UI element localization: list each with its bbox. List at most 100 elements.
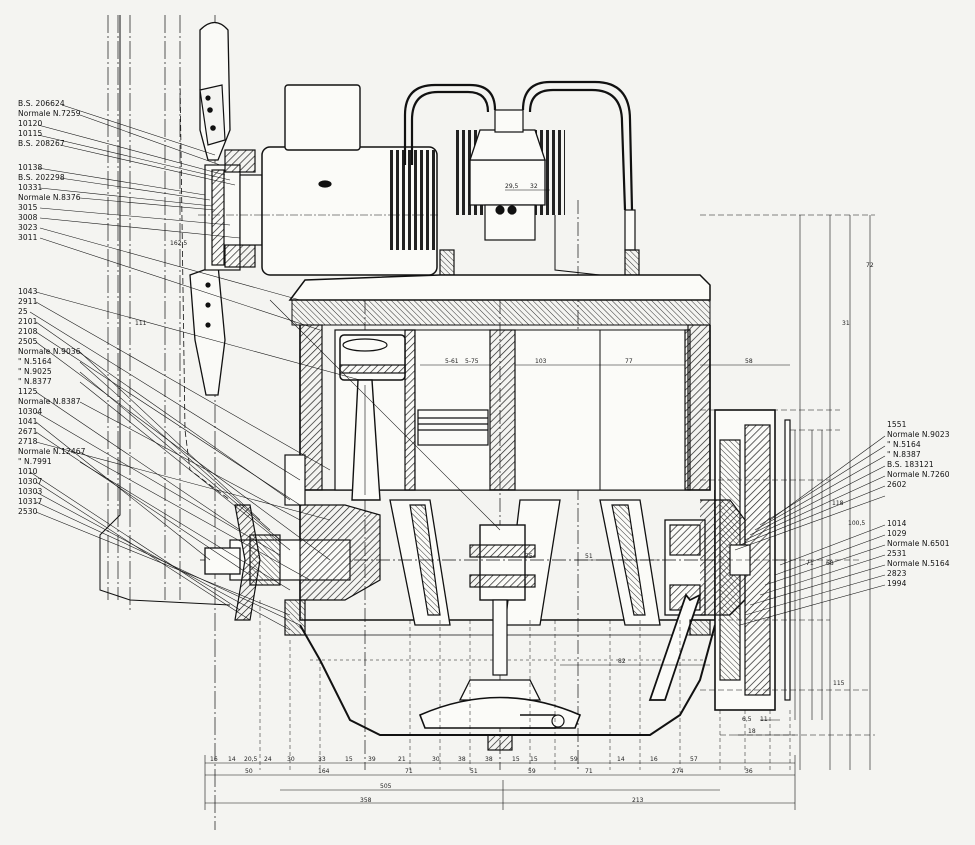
dimension-value: 30	[432, 756, 440, 763]
dimension-value: 38	[458, 756, 466, 763]
dimension-value: 58	[745, 358, 753, 365]
dimension-value: 57	[690, 756, 698, 763]
part-label: Normale N.6501	[887, 539, 950, 548]
part-label: 1994	[887, 579, 907, 588]
dimension-value: 75	[525, 553, 533, 560]
part-label: Normale N.12467	[18, 447, 86, 456]
dimension-value: 15	[512, 756, 520, 763]
dimension-value: 71	[585, 768, 593, 775]
dimension-value: 51	[470, 768, 478, 775]
dimension-value: 15	[530, 756, 538, 763]
part-label: 10303	[18, 487, 43, 496]
part-label: B.S. 208267	[18, 139, 65, 148]
part-label: Normale N.7260	[887, 470, 950, 479]
part-label: 1551	[887, 420, 907, 429]
dimension-value: 100,5	[848, 520, 866, 527]
part-label: 3011	[18, 233, 38, 242]
dimension-value: 18	[748, 728, 756, 735]
dimension-value: 72	[866, 262, 874, 269]
dimension-value: 274	[672, 768, 684, 775]
dimension-value: 59	[528, 768, 536, 775]
dimension-value: 51	[585, 553, 593, 560]
part-label: Normale N.7259	[18, 109, 81, 118]
dimension-value: 11	[760, 716, 768, 723]
part-label: 2505	[18, 337, 38, 346]
part-label: 2530	[18, 507, 38, 516]
dimension-value: 21	[398, 756, 406, 763]
dimension-value: 164	[318, 768, 330, 775]
part-label: B.S. 202298	[18, 173, 65, 182]
part-label: 10331	[18, 183, 43, 192]
dimension-value: 59	[570, 756, 578, 763]
dimension-value: 6,5	[742, 716, 752, 723]
part-label: 3015	[18, 203, 38, 212]
part-label: 2531	[887, 549, 907, 558]
dimension-value: 39	[368, 756, 376, 763]
dimension-value: 31	[842, 320, 850, 327]
part-label: 10138	[18, 163, 43, 172]
dimension-value: 30	[287, 756, 295, 763]
part-label: Normale N.9023	[887, 430, 950, 439]
part-label: 2823	[887, 569, 907, 578]
part-label: " N.5164	[887, 440, 921, 449]
dimension-value: 111	[135, 320, 147, 327]
part-label: 1125	[18, 387, 38, 396]
part-label: " N.8387	[887, 450, 921, 459]
part-label: B.S. 206624	[18, 99, 65, 108]
part-label: 10120	[18, 119, 43, 128]
part-label: 10317	[18, 497, 43, 506]
dimension-value: 20,5	[244, 756, 258, 763]
part-label: 1029	[887, 529, 907, 538]
part-label: 2911	[18, 297, 38, 306]
dimension-value: 118	[832, 500, 844, 507]
dimension-value: 162,5	[170, 240, 188, 247]
part-label: 3023	[18, 223, 38, 232]
part-label: 2671	[18, 427, 38, 436]
dimension-value: 68	[826, 560, 834, 567]
part-label: Normale N.8387	[18, 397, 81, 406]
dimension-value: 33	[318, 756, 326, 763]
part-label: 1014	[887, 519, 907, 528]
dimension-value: 103	[535, 358, 547, 365]
dimension-value: 32	[530, 183, 538, 190]
dimension-value: 5-61	[445, 358, 459, 365]
dimension-value: 505	[380, 783, 392, 790]
part-label: 2101	[18, 317, 38, 326]
dimension-value: 29,5	[505, 183, 519, 190]
part-label: 2108	[18, 327, 38, 336]
dimension-value: 14	[228, 756, 236, 763]
part-label: 2718	[18, 437, 38, 446]
part-label: 3008	[18, 213, 38, 222]
dimension-value: 38	[485, 756, 493, 763]
dimension-value: 358	[360, 797, 372, 804]
part-label: 1041	[18, 417, 38, 426]
dimension-value: 36	[745, 768, 753, 775]
part-label: 1010	[18, 467, 38, 476]
part-label: " N.8377	[18, 377, 52, 386]
dimension-value: 82	[618, 658, 626, 665]
part-label: 1043	[18, 287, 38, 296]
dimension-value: 50	[245, 768, 253, 775]
dimension-value: 115	[833, 680, 845, 687]
dimension-value: 24	[264, 756, 272, 763]
part-label: 10304	[18, 407, 43, 416]
dimension-value: 71	[405, 768, 413, 775]
dimension-value: 77	[625, 358, 633, 365]
part-label: " N.9025	[18, 367, 52, 376]
part-label: Normale N.8376	[18, 193, 81, 202]
part-label: 2602	[887, 480, 907, 489]
part-label: 10307	[18, 477, 43, 486]
dimension-value: 71	[806, 560, 814, 567]
dimension-value: 5-75	[465, 358, 479, 365]
dimension-value: 16	[210, 756, 218, 763]
part-label: " N.5164	[18, 357, 52, 366]
part-label: B.S. 183121	[887, 460, 934, 469]
part-label: Normale N.5164	[887, 559, 950, 568]
dimension-value: 213	[632, 797, 644, 804]
